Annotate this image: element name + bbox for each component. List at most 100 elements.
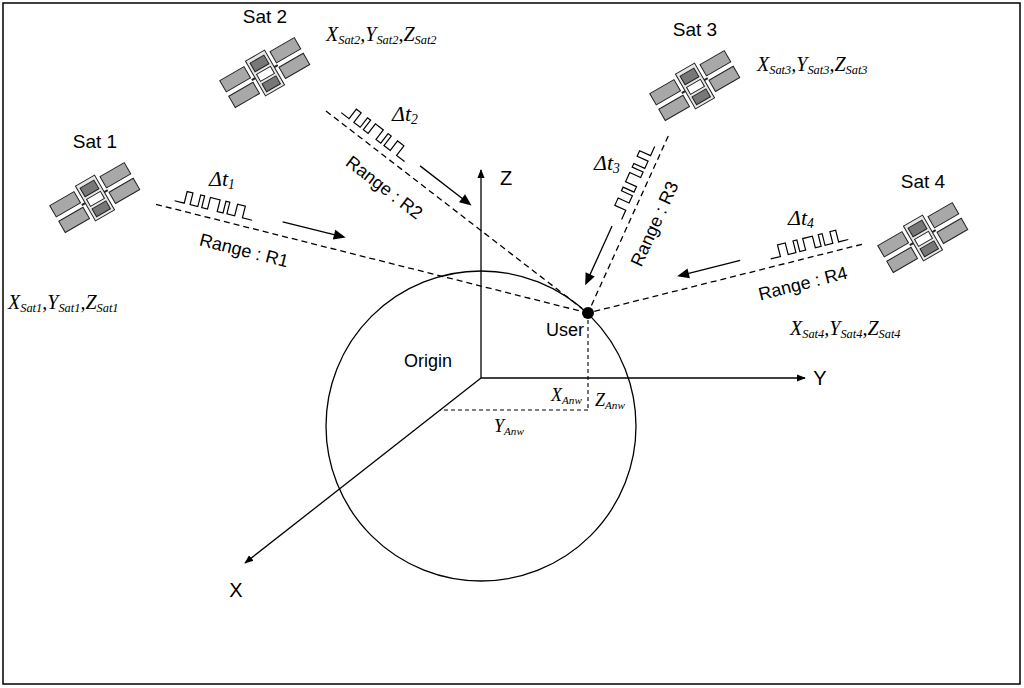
arrow-head [676, 268, 690, 281]
delay-label: Δt1 [209, 166, 235, 192]
range-line [156, 204, 582, 311]
text-run: Δt [209, 166, 228, 191]
text-run: ,Y [42, 291, 58, 313]
subscript-run: 3 [613, 161, 620, 176]
delay-label: Δt4 [788, 205, 814, 231]
text-run: Origin [404, 351, 452, 371]
subscript-run: Anw [605, 399, 625, 411]
user-point: User [582, 307, 594, 319]
text-run: Y [813, 367, 826, 389]
satellite: Sat 1 [34, 130, 156, 248]
arrow-head [459, 194, 475, 209]
text-holder: Origin [404, 351, 452, 373]
text-run: X [8, 291, 20, 313]
axis-label: X [229, 578, 242, 602]
figure-frame [3, 3, 1020, 684]
subscript-run: Anw [562, 394, 582, 406]
text-holder: User [546, 320, 584, 341]
coordinate-label: XAnw [551, 385, 582, 407]
coordinate-label: XSat1,YSat1,ZSat1 [8, 290, 119, 314]
subscript-run: Sat4 [879, 327, 901, 341]
signal-pulse [611, 142, 655, 220]
satellite-icon [50, 154, 140, 242]
subscript-run: 1 [228, 177, 235, 192]
text-run: ,Y [360, 23, 376, 45]
subscript-run: 2 [411, 112, 418, 127]
y-axis [481, 377, 805, 378]
coordinate-label: XSat4,YSat4,ZSat4 [790, 316, 901, 340]
direction-arrow [281, 217, 346, 243]
arrow-head [581, 272, 595, 287]
text-run: ,Z [398, 23, 414, 45]
subscript-run: Sat2 [376, 33, 398, 47]
text-holder: Range : R2 [341, 152, 426, 224]
text-run: X [326, 23, 338, 45]
text-holder: Z [500, 166, 512, 190]
satellite-icon [48, 159, 142, 237]
text-holder: YAnw [494, 416, 524, 438]
x-axis [245, 378, 481, 563]
arrow-shaft [687, 260, 740, 273]
arrow-shaft [283, 222, 336, 235]
subscript-run: Sat2 [415, 33, 437, 47]
text-holder: XSat3,YSat3,ZSat3 [757, 52, 868, 76]
satellite-icon [878, 194, 968, 282]
text-run: X [757, 53, 769, 75]
satellite-name: Sat 1 [34, 130, 156, 154]
coordinate-label: XSat2,YSat2,ZSat2 [326, 22, 437, 46]
subscript-run: Anw [504, 425, 524, 437]
subscript-run: Sat1 [58, 301, 80, 315]
satellite-icon [650, 42, 740, 130]
projection-line [587, 320, 588, 410]
text-holder: Y [813, 366, 826, 390]
text-run: Y [494, 416, 504, 436]
text-run: ,Z [80, 291, 96, 313]
subscript-run: Sat2 [338, 33, 360, 47]
satellite-icon [220, 29, 310, 117]
text-run: Z [500, 167, 512, 189]
text-run: ,Y [791, 53, 807, 75]
satellite-name: Sat 3 [634, 18, 756, 42]
text-run: ,Y [824, 317, 840, 339]
arrow-head [333, 230, 347, 243]
satellite-icon [648, 47, 742, 125]
signal-pulse [768, 228, 849, 259]
delay-label: Δt3 [594, 150, 620, 176]
satellite-icon [876, 199, 970, 277]
text-run: Δt [392, 101, 411, 126]
text-holder: XSat4,YSat4,ZSat4 [790, 316, 901, 340]
coordinate-label: ZAnw [595, 390, 625, 412]
text-holder: ZAnw [595, 390, 625, 412]
subscript-run: Sat1 [20, 301, 42, 315]
satellite: Sat 4 [862, 170, 984, 288]
projection-line [440, 409, 588, 410]
arrow-shaft [420, 166, 464, 200]
text-run: X [551, 385, 562, 405]
range-line [326, 111, 582, 308]
subscript-run: 4 [807, 216, 814, 231]
text-holder: XSat1,YSat1,ZSat1 [8, 290, 119, 314]
range-label: Range : R3 [627, 178, 684, 270]
origin-label: Origin [404, 351, 452, 373]
direction-arrow [581, 224, 617, 287]
text-run: Δt [594, 150, 613, 175]
signal-pulse [175, 189, 256, 220]
text-run: ,Z [862, 317, 878, 339]
axis-label: Z [500, 166, 512, 190]
z-axis [480, 170, 481, 378]
range-label: Range : R4 [756, 263, 849, 306]
text-holder: Range : R3 [627, 178, 684, 270]
satellite-icon [218, 34, 312, 112]
coordinate-label: YAnw [494, 416, 524, 438]
axis-label: Y [813, 366, 826, 390]
text-holder: Δt3 [594, 150, 620, 176]
text-run: X [790, 317, 802, 339]
text-holder: XAnw [551, 385, 582, 407]
text-holder: Range : R1 [198, 230, 291, 273]
direction-arrow [417, 162, 475, 210]
subscript-run: Sat3 [846, 63, 868, 77]
